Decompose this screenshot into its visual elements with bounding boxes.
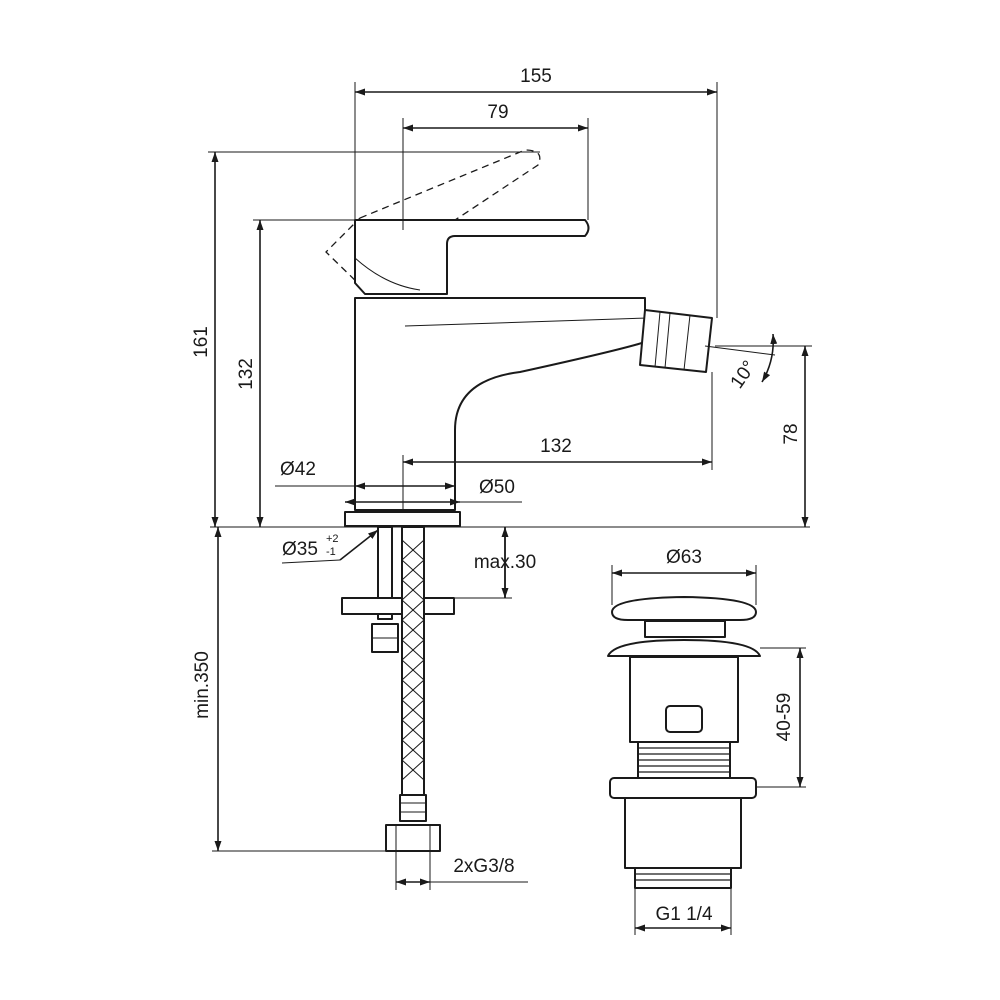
waste-thread-upper — [637, 741, 731, 779]
dim-spout-angle: 10° — [727, 357, 761, 393]
dim-hole-tol-plus: +2 — [326, 533, 339, 545]
dim-connection: 2xG3/8 — [453, 856, 514, 877]
waste-sleeve — [624, 797, 742, 869]
mixer-tap — [210, 149, 810, 852]
dim-waste-thread: G1 1/4 — [655, 904, 712, 925]
dim-handle-reach: 79 — [487, 102, 508, 123]
braided-hose — [401, 526, 425, 796]
dim-hole-tol-minus: -1 — [326, 546, 336, 558]
waste-lock-nut — [609, 777, 757, 799]
dim-hose-length: min.350 — [192, 651, 213, 719]
waste-window — [665, 705, 703, 733]
dim-waste-range: 40-59 — [774, 693, 795, 742]
body-inner-line — [404, 317, 649, 327]
hose-connector-nut — [385, 824, 441, 852]
base-plate — [344, 511, 461, 527]
waste-thread-lower — [634, 867, 732, 889]
spout-nozzle — [639, 309, 713, 373]
dim-width-total: 155 — [520, 66, 552, 87]
waste-flange — [607, 639, 761, 657]
fixing-washer — [341, 597, 455, 615]
dimension-lines — [208, 82, 812, 935]
handle-lever — [354, 219, 590, 295]
tap-body — [354, 297, 646, 511]
hose-ferrule — [399, 794, 427, 822]
waste-cap — [611, 596, 757, 621]
dim-max-thickness: max.30 — [474, 552, 536, 573]
dim-height-body: 132 — [236, 358, 257, 390]
dim-base-dia-lower: Ø50 — [479, 477, 515, 498]
dim-waste-dia: Ø63 — [666, 547, 702, 568]
pop-up-waste — [607, 596, 761, 889]
dim-height-total: 161 — [191, 326, 212, 358]
fixing-rod — [377, 526, 393, 620]
handle-curve — [354, 257, 421, 291]
dim-spout-reach: 132 — [540, 436, 572, 457]
dim-base-dia-upper: Ø42 — [280, 459, 316, 480]
dimension-labels: 155 79 161 132 132 78 10° Ø42 Ø50 Ø35 +2… — [191, 66, 802, 925]
dim-spout-height: 78 — [781, 423, 802, 444]
dim-hole-dia: Ø35 — [282, 539, 318, 560]
